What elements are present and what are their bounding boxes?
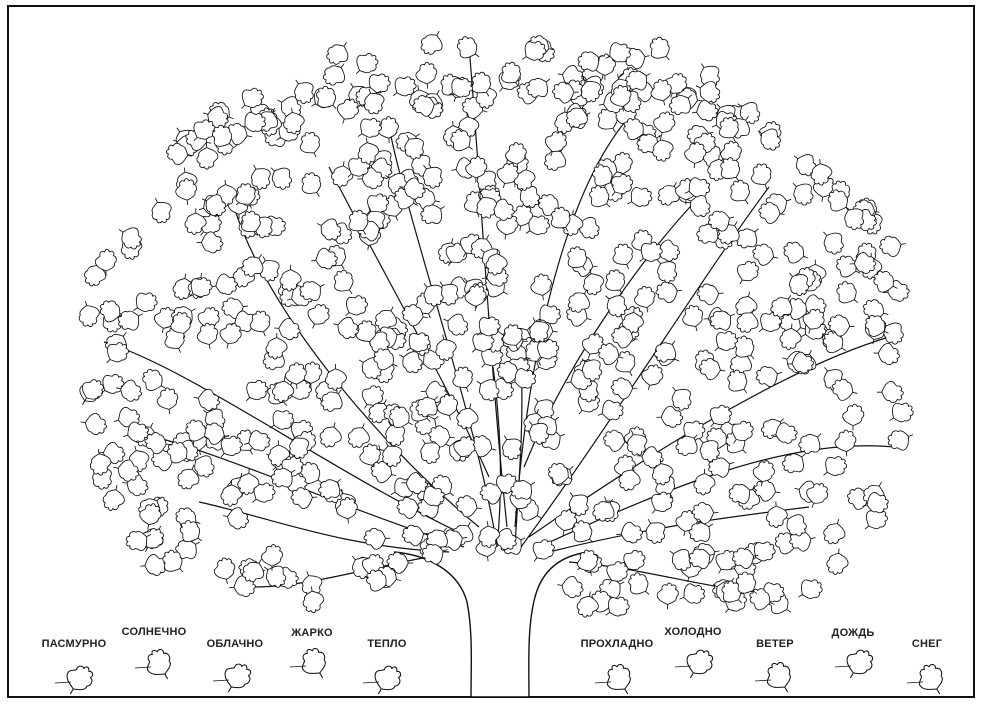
legend-label-dozhd: ДОЖДЬ (832, 627, 875, 639)
legend-label-oblachno: ОБЛАЧНО (207, 638, 264, 650)
leaf-icon (883, 397, 917, 429)
leaf-icon (352, 112, 386, 145)
legend-label-solnechno: СОЛНЕЧНО (122, 626, 187, 638)
leaf-icon (556, 574, 585, 599)
leaf-icon (877, 381, 904, 403)
legend-stem (835, 666, 851, 667)
legend-label-zharko: ЖАРКО (291, 627, 333, 639)
leaf-icon (834, 429, 857, 457)
leaf-icon (831, 278, 865, 311)
leaf-icon (139, 553, 167, 576)
legend-label-veter: ВЕТЕР (756, 638, 794, 650)
tree-leaves (73, 26, 917, 624)
leaf-icon (146, 194, 176, 227)
leaf-icon (657, 583, 679, 610)
leaf-icon (328, 266, 361, 300)
leaf-icon (817, 451, 851, 484)
leaf-icon (821, 516, 849, 547)
leaf-icon (75, 298, 102, 329)
leaf-icon (842, 404, 864, 431)
legend-label-kholodno: ХОЛОДНО (664, 626, 721, 638)
leaf-icon (816, 225, 849, 259)
leaf-icon (792, 574, 826, 606)
leaf-icon (698, 357, 727, 381)
legend-label-teplo: ТЕПЛО (367, 638, 406, 650)
legend-stem (363, 682, 379, 683)
legend-stem (213, 680, 229, 681)
leaf-icon (638, 362, 665, 393)
leaf-icon (449, 364, 478, 396)
legend-leaf-icon-oblachno (217, 658, 255, 698)
leaf-icon (212, 556, 238, 586)
leaf-icon (600, 266, 631, 299)
legend-stem (55, 682, 71, 683)
leaf-icon (873, 342, 901, 365)
leaf-icon (454, 494, 483, 519)
trunk-outline (394, 552, 589, 697)
leaf-icon (754, 362, 785, 390)
legend-leaf-icon-zharko (296, 644, 334, 684)
legend-leaf-icon-solnechno (141, 645, 179, 685)
leaf-icon (246, 308, 275, 340)
leaf-icon (273, 317, 301, 340)
leaf-icon (323, 36, 356, 70)
leaf-icon (722, 366, 755, 400)
legend-leaf-icon-dozhd (839, 644, 877, 684)
leaf-icon (452, 33, 486, 66)
leaf-icon (765, 501, 788, 529)
legend-label-pasmurno: ПАСМУРНО (42, 638, 107, 650)
leaf-icon (455, 401, 482, 431)
leaf-icon (195, 322, 220, 352)
leaf-icon (725, 176, 757, 210)
leaf-icon (338, 290, 372, 324)
legend-leaf-icon-kholodno (679, 644, 717, 684)
leaf-icon (684, 141, 707, 169)
leaf-icon (239, 375, 272, 409)
leaf-icon (611, 378, 638, 400)
leaf-icon (415, 62, 438, 90)
leaf-icon (615, 521, 644, 546)
leaf-icon (529, 272, 554, 301)
leaf-icon (113, 221, 147, 253)
leaf-icon (747, 161, 776, 193)
leaf-icon (780, 239, 812, 268)
leaf-icon (679, 303, 707, 334)
leaf-icon (795, 426, 829, 459)
leaf-icon (325, 364, 347, 391)
leaf-icon (878, 233, 908, 259)
leaf-icon (221, 505, 251, 530)
leaf-icon (706, 305, 739, 336)
leaf-icon (885, 425, 917, 455)
legend-leaf-icon-prokhladno (601, 660, 639, 700)
legend-stem (675, 666, 691, 667)
legend-label-sneg: СНЕГ (912, 638, 942, 650)
leaf-icon (639, 514, 671, 547)
leaf-icon (655, 280, 684, 305)
leaf-icon (826, 547, 850, 575)
poster-frame: ПАСМУРНО СОЛНЕЧНО ОБЛАЧНО ЖАРКО ТЕПЛО ПР… (7, 5, 975, 698)
leaf-icon (79, 411, 108, 436)
leaf-icon (192, 387, 221, 412)
leaf-icon (290, 487, 318, 510)
leaf-icon (296, 169, 328, 203)
leaf-icon (317, 419, 345, 450)
legend-label-prokhladno: ПРОХЛАДНО (581, 638, 654, 650)
leaf-icon (155, 386, 180, 415)
tree-illustration (9, 7, 977, 700)
legend-leaf-icon-sneg (913, 660, 951, 700)
leaf-icon (417, 26, 448, 59)
legend-leaf-icon-teplo (367, 660, 405, 700)
legend-leaf-icon-veter (761, 658, 799, 698)
legend-leaf-icon-pasmurno (59, 660, 97, 700)
leaf-icon (644, 33, 677, 67)
leaf-icon (731, 256, 763, 289)
leaf-icon (295, 129, 325, 162)
